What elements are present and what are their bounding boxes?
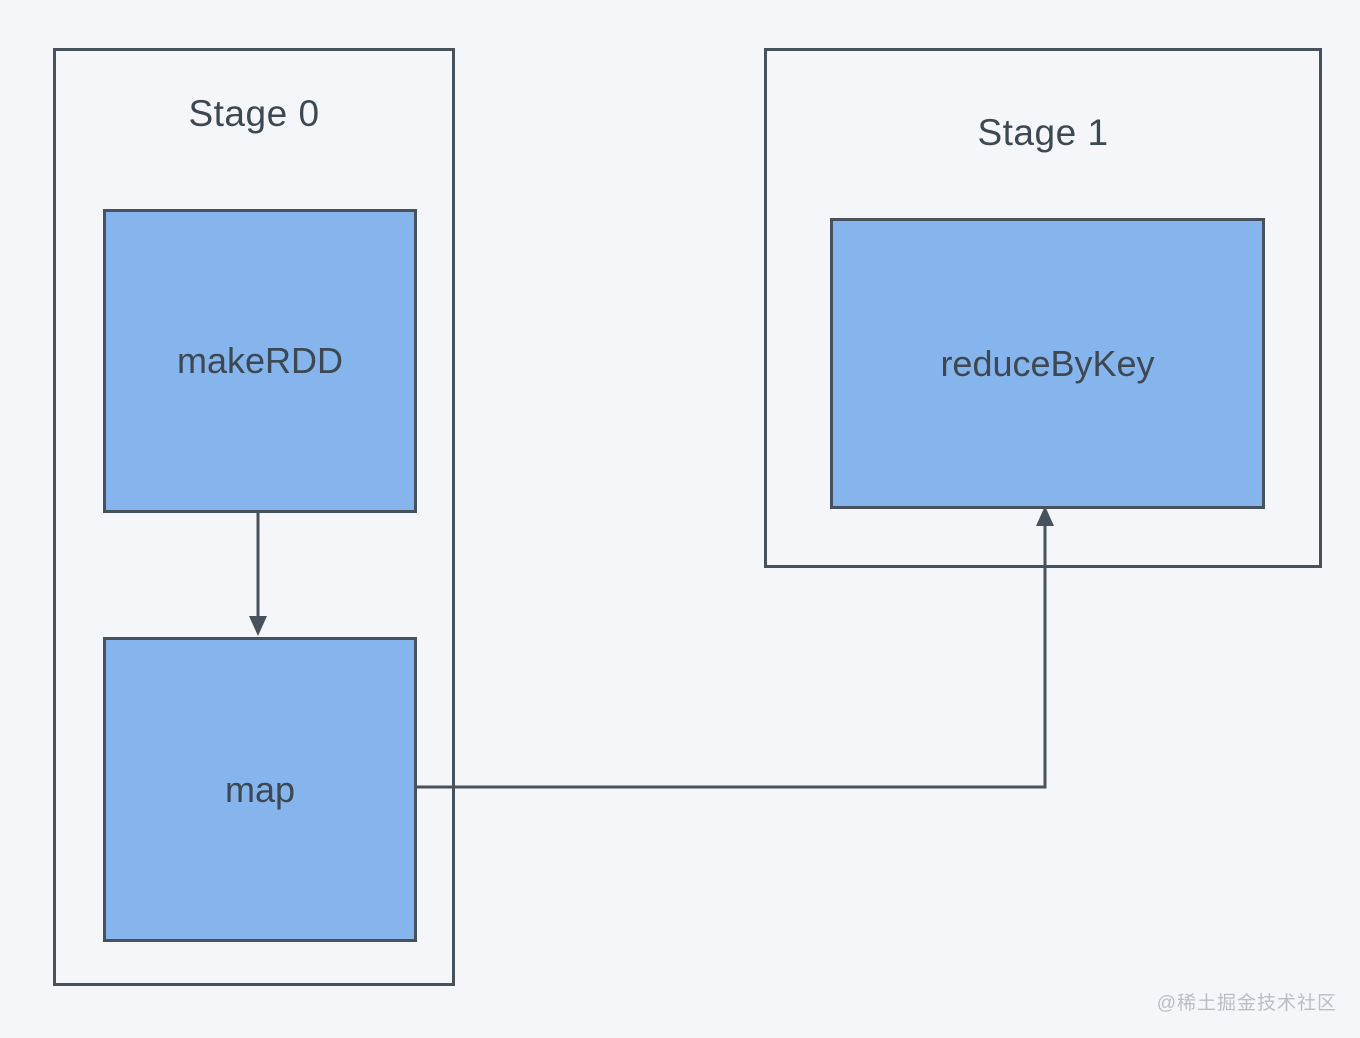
node-reducebykey-label: reduceByKey [940, 342, 1155, 384]
node-makerdd: makeRDD [103, 209, 417, 513]
node-map-label: map [224, 768, 296, 810]
node-map: map [103, 637, 417, 942]
node-reducebykey: reduceByKey [830, 218, 1265, 509]
watermark: @稀土掘金技术社区 [1156, 993, 1337, 1014]
stage-0-title: Stage 0 [188, 93, 320, 134]
stage-1-container: Stage 1 reduceByKey [764, 48, 1322, 568]
stage-1-title: Stage 1 [977, 112, 1109, 153]
stage-0-container: Stage 0 makeRDD map [53, 48, 455, 986]
node-makerdd-label: makeRDD [176, 340, 344, 381]
